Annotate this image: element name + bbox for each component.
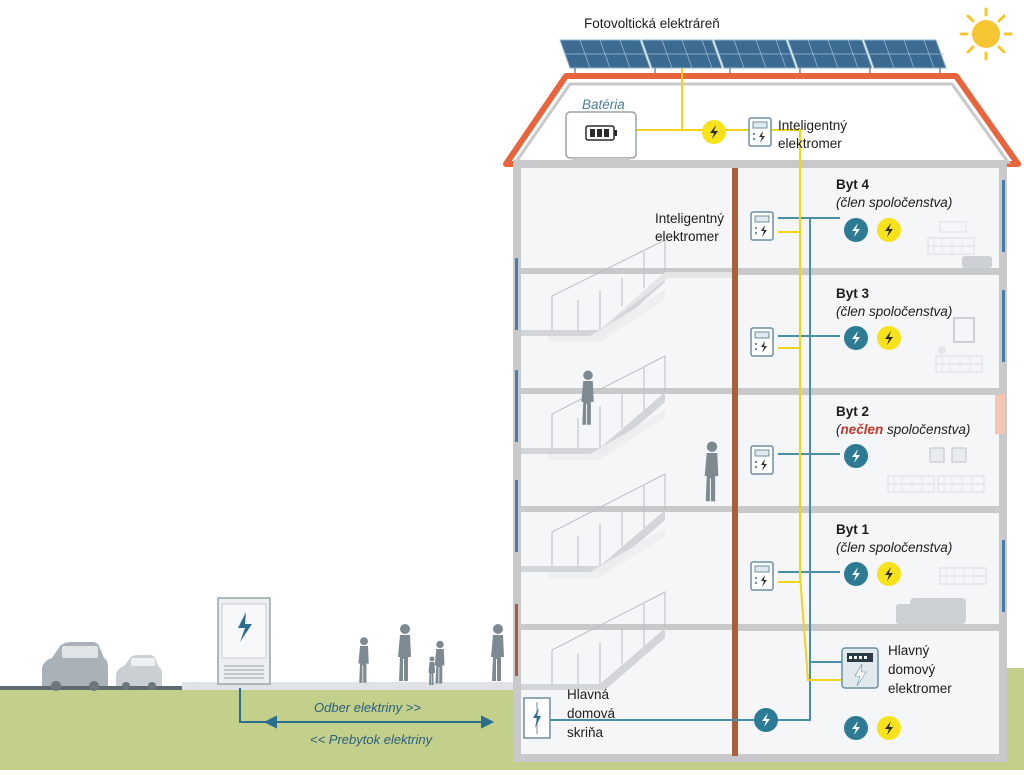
main-box-label-2: domová xyxy=(567,706,616,721)
consumption-label: Odber elektriny >> xyxy=(314,700,421,715)
non-member-label: nečlen xyxy=(840,422,884,437)
flat-3-status: (člen spoločenstva) xyxy=(836,304,953,319)
smart-meter-roof-label-2: elektromer xyxy=(778,136,842,151)
flat-1-grid-bolt-icon xyxy=(844,562,868,586)
smart-meter-stair-label-2: elektromer xyxy=(655,229,719,244)
common-solar-bolt-icon xyxy=(877,716,901,740)
furniture xyxy=(887,221,992,624)
main-meter-label-3: elektromer xyxy=(888,681,952,696)
flat-2-grid-bolt-icon xyxy=(844,444,868,468)
flat-1-title: Byt 1 xyxy=(836,522,870,537)
main-meter-label-1: Hlavný xyxy=(888,643,930,658)
car-icon xyxy=(42,642,108,691)
flat-1-status: (člen spoločenstva) xyxy=(836,540,953,555)
smart-meter-icon xyxy=(748,117,772,147)
surplus-label: << Prebytok elektriny xyxy=(310,732,433,747)
flat-4-solar-bolt-icon xyxy=(877,218,901,242)
smart-meter-stair-label-1: Inteligentný xyxy=(655,211,725,226)
car-icon xyxy=(116,655,162,690)
flat-4-grid-bolt-icon xyxy=(844,218,868,242)
main-box-label-1: Hlavná xyxy=(567,687,610,702)
main-house-meter-icon xyxy=(841,647,879,689)
smart-meter-icon xyxy=(750,327,774,357)
pv-plant-label: Fotovoltická elektráreň xyxy=(584,16,720,31)
flat-3-solar-bolt-icon xyxy=(877,326,901,350)
solar-wiring xyxy=(636,68,842,681)
smart-meter-icon xyxy=(750,445,774,475)
main-line-bolt-icon xyxy=(754,708,778,732)
lightning-bolt-icon xyxy=(702,120,726,144)
transformer-station-icon xyxy=(217,597,271,685)
flat-3-grid-bolt-icon xyxy=(844,326,868,350)
smart-meter-icon xyxy=(750,561,774,591)
common-grid-bolt-icon xyxy=(844,716,868,740)
flat-4-title: Byt 4 xyxy=(836,177,870,192)
sun-icon xyxy=(959,7,1013,61)
smart-meter-icon xyxy=(750,211,774,241)
flat-3-title: Byt 3 xyxy=(836,286,870,301)
main-meter-label-2: domový xyxy=(888,662,936,677)
flat-2-title: Byt 2 xyxy=(836,404,870,419)
smart-meter-roof-label-1: Inteligentný xyxy=(778,118,848,133)
battery-icon xyxy=(565,111,637,164)
flat-4-status: (člen spoločenstva) xyxy=(836,195,953,210)
main-house-box-icon xyxy=(523,697,551,739)
main-box-label-3: skriňa xyxy=(567,725,604,740)
flat-1-solar-bolt-icon xyxy=(877,562,901,586)
grid-wiring xyxy=(550,217,842,721)
solar-panels xyxy=(559,39,947,76)
flat-2-status: (nečlen spoločenstva) xyxy=(836,422,971,437)
battery-label: Batéria xyxy=(582,97,625,112)
grid-flow xyxy=(239,688,495,729)
